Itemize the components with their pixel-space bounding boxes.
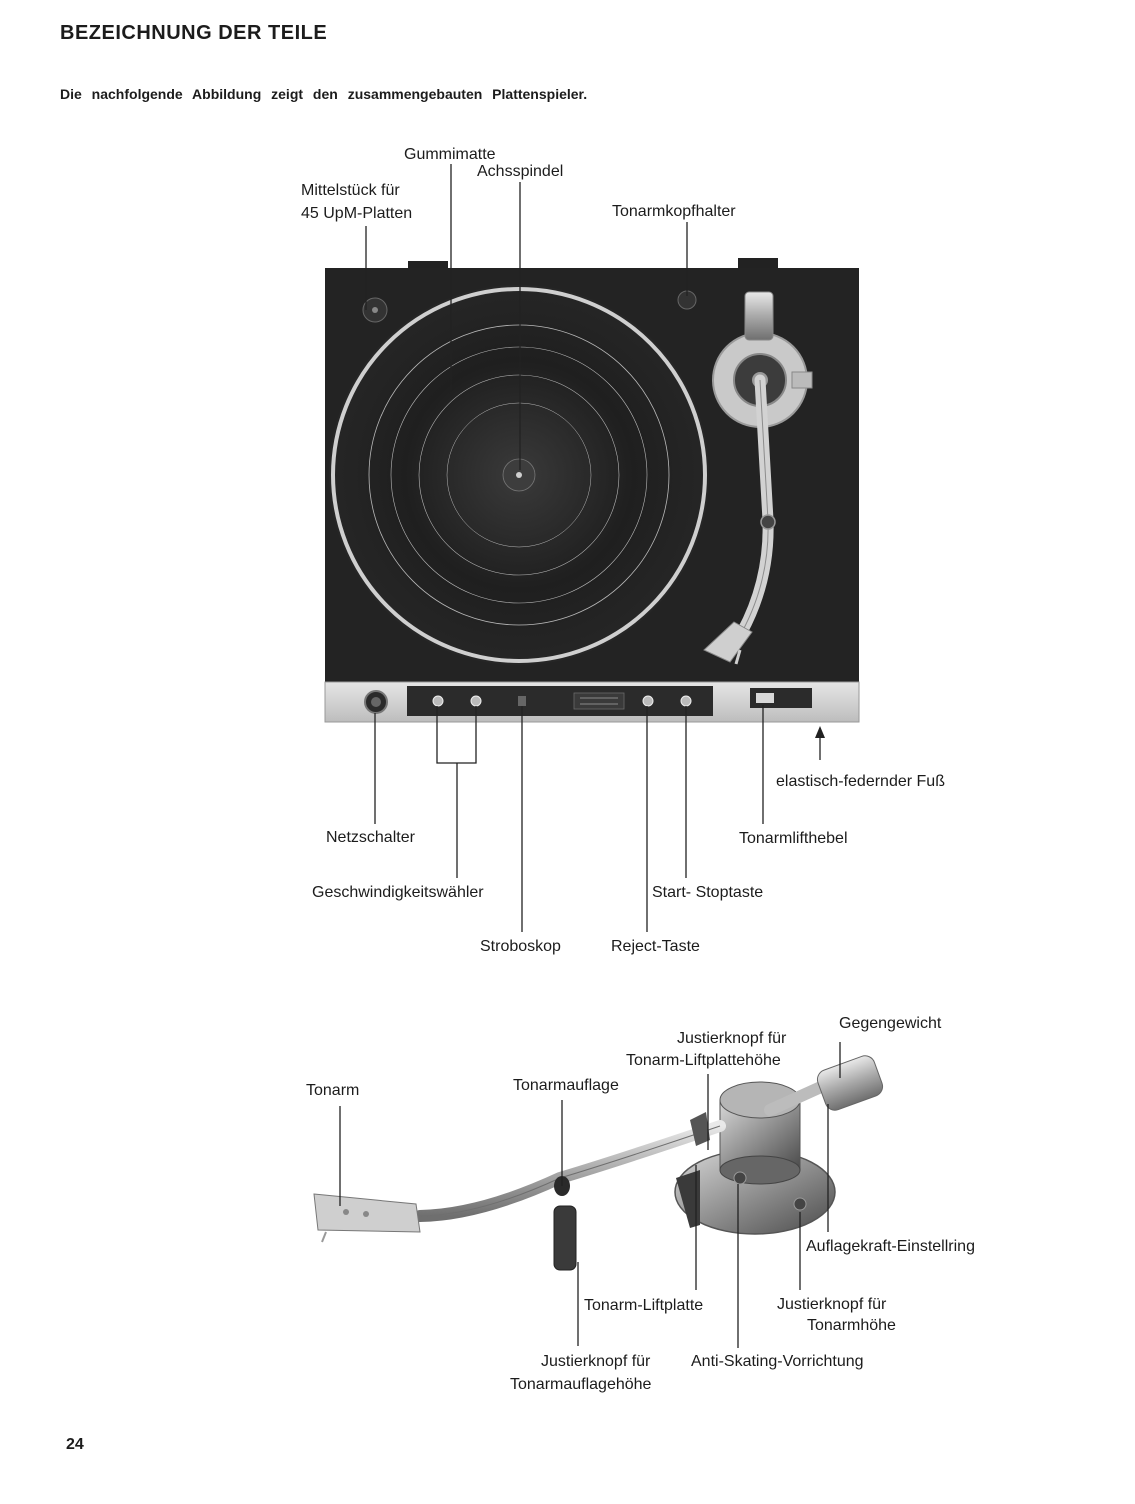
- label-power-switch: Netzschalter: [326, 829, 416, 846]
- headshell-top: [703, 621, 753, 663]
- label-spindle: Achsspindel: [477, 163, 563, 180]
- counterweight: [816, 1055, 884, 1111]
- label-speed-selector: Geschwindigkeitswähler: [312, 884, 484, 901]
- label-tonearm-lift-lever: Tonarmlifthebel: [739, 830, 848, 847]
- speed-button-33: [432, 695, 444, 707]
- turntable-illustration: [324, 258, 860, 723]
- label-start-stop: Start- Stoptaste: [652, 884, 763, 901]
- label-rubber-mat: Gummimatte: [404, 146, 496, 163]
- intro-text: Die nachfolgende Abbildung zeigt den zus…: [60, 86, 588, 102]
- label-anti-skating: Anti-Skating-Vorrichtung: [691, 1353, 864, 1370]
- arm-rest-post: [553, 1205, 577, 1271]
- turntable-leader-lines: [365, 164, 825, 932]
- label-rest-height-knob-line1: Justierknopf für: [541, 1353, 651, 1370]
- page-number: 24: [66, 1436, 84, 1453]
- label-stroboscope: Stroboskop: [480, 938, 561, 955]
- spindle-pin: [516, 472, 522, 478]
- reject-button: [642, 695, 654, 707]
- label-center-piece-line2: 45 UpM-Platten: [301, 205, 412, 222]
- lift-lever: [756, 693, 774, 703]
- tonearm-labels: Gegengewicht Justierknopf für Tonarm-Lif…: [306, 1015, 975, 1393]
- platter: [329, 285, 709, 665]
- label-headshell-holder: Tonarmkopfhalter: [612, 203, 736, 220]
- arm-rest-top: [760, 514, 776, 530]
- tonearm-leader-lines: [339, 1042, 841, 1348]
- anti-skating-knob: [733, 1171, 747, 1185]
- label-arm-rest: Tonarmauflage: [513, 1077, 619, 1094]
- label-rest-height-knob-line2: Tonarmauflagehöhe: [510, 1376, 652, 1393]
- arm-height-knob: [793, 1197, 807, 1211]
- label-arm-height-knob-line1: Justierknopf für: [777, 1296, 887, 1313]
- platter-rim: [331, 287, 707, 663]
- label-tracking-force-ring: Auflagekraft-Einstellring: [806, 1238, 975, 1255]
- label-lift-height-knob-line2: Tonarm-Liftplattehöhe: [626, 1052, 781, 1069]
- stroboscope-window: [518, 696, 526, 706]
- control-strip: [407, 686, 713, 716]
- label-lift-height-knob-line1: Justierknopf für: [677, 1030, 787, 1047]
- label-reject: Reject-Taste: [611, 938, 700, 955]
- speed-button-45: [470, 695, 482, 707]
- label-arm-height-knob-line2: Tonarmhöhe: [807, 1317, 896, 1334]
- label-center-piece-line1: Mittelstück für: [301, 182, 400, 199]
- counterweight-top: [744, 291, 774, 341]
- tonearm-illustration: [313, 1055, 884, 1271]
- start-stop-button: [680, 695, 692, 707]
- page-title: BEZEICHNUNG DER TEILE: [60, 22, 328, 44]
- foot-arrow-head: [815, 726, 825, 738]
- label-tonearm: Tonarm: [306, 1082, 359, 1099]
- lift-arm-finger: [690, 1112, 710, 1146]
- tonearm-tube: [414, 1120, 726, 1222]
- model-plate: [573, 692, 625, 710]
- label-lift-plate: Tonarm-Liftplatte: [584, 1297, 703, 1314]
- label-elastic-foot: elastisch-federnder Fuß: [776, 773, 945, 790]
- turntable-labels: Mittelstück für 45 UpM-Platten Gummimatt…: [301, 146, 945, 955]
- lift-plate-bracket: [676, 1170, 700, 1228]
- label-counterweight: Gegengewicht: [839, 1015, 942, 1032]
